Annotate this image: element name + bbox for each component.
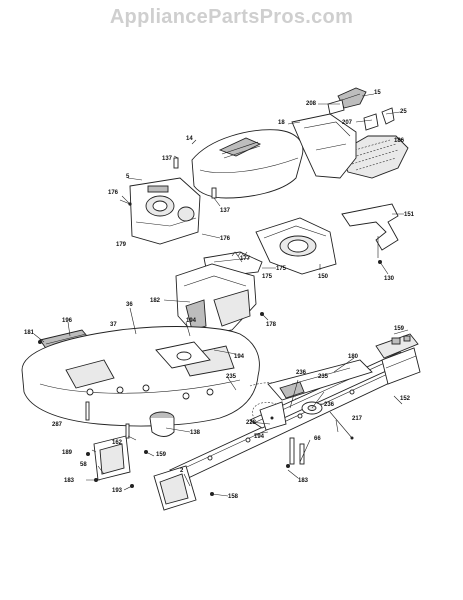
part-66-axle <box>289 437 305 465</box>
callout-183-a: 183 <box>298 478 309 484</box>
part-189-bolt <box>86 452 90 456</box>
callout-159-b: 159 <box>156 452 167 458</box>
callout-37: 37 <box>110 322 117 328</box>
callout-152: 152 <box>400 396 411 402</box>
watermark: AppliancePartsPros.com <box>109 6 354 28</box>
part-287-bolt <box>85 401 90 421</box>
callout-15: 15 <box>374 90 381 96</box>
callout-217: 217 <box>352 416 363 422</box>
callout-176-b: 176 <box>220 236 231 242</box>
part-150-panel <box>255 217 337 275</box>
part-207-clip <box>363 113 379 131</box>
callout-194-c: 194 <box>254 434 265 440</box>
part-37-footrest-pan <box>21 326 260 427</box>
callout-66: 66 <box>314 436 321 442</box>
callout-193: 193 <box>112 488 123 494</box>
part-25-bracket <box>381 107 395 125</box>
part-152-front-bracket <box>375 333 421 385</box>
callout-36: 36 <box>126 302 133 308</box>
callout-58: 58 <box>80 462 87 468</box>
callout-182: 182 <box>150 298 161 304</box>
part-180-crossmember <box>267 359 373 401</box>
callout-137-b: 137 <box>220 208 231 214</box>
callout-177: 177 <box>240 256 251 262</box>
callout-194-a: 194 <box>186 318 197 324</box>
part-5-dash-panel <box>129 177 201 245</box>
callout-181: 181 <box>24 330 35 336</box>
callout-208: 208 <box>306 101 317 107</box>
callout-207: 207 <box>342 120 353 126</box>
callout-18: 18 <box>278 120 285 126</box>
part-181-bolt <box>38 340 42 344</box>
part-177-spring <box>231 251 248 257</box>
part-58-bracket <box>93 435 131 481</box>
callout-5: 5 <box>126 174 130 180</box>
callout-158: 158 <box>228 494 239 500</box>
part-162-bolt <box>125 423 130 439</box>
callout-178: 178 <box>266 322 277 328</box>
callout-235-b: 235 <box>318 374 329 380</box>
callout-228: 228 <box>246 420 257 426</box>
part-183-bolt-right <box>286 464 290 468</box>
part-176-screw-left <box>119 199 132 206</box>
leader-lines <box>33 93 409 497</box>
callout-175-a: 175 <box>276 266 287 272</box>
part-137-pin-a <box>173 157 179 169</box>
callout-194-b: 194 <box>234 354 245 360</box>
callout-189: 189 <box>62 450 73 456</box>
part-182-dash-lower <box>175 263 257 337</box>
callout-labels: 15 208 25 207 186 14 18 137 137 5 176 15… <box>24 90 415 500</box>
callout-130: 130 <box>384 276 395 282</box>
callout-196: 196 <box>62 318 73 324</box>
callout-176-a: 176 <box>108 190 119 196</box>
callout-186: 186 <box>394 138 405 144</box>
callout-175-b: 175 <box>262 274 273 280</box>
callout-179: 179 <box>116 242 127 248</box>
part-137-pin-b <box>211 187 217 199</box>
part-208-clip <box>327 99 345 115</box>
callout-137-a: 137 <box>162 156 173 162</box>
callout-151: 151 <box>404 212 415 218</box>
part-186-grille <box>339 135 409 179</box>
callout-162: 162 <box>112 440 123 446</box>
part-14-hood <box>191 129 304 199</box>
callout-25: 25 <box>400 109 407 115</box>
callout-150: 150 <box>318 274 329 280</box>
callout-14: 14 <box>186 136 193 142</box>
callout-2: 2 <box>180 468 184 474</box>
callout-159-a: 159 <box>394 326 405 332</box>
callout-183-b: 183 <box>64 478 75 484</box>
callout-138: 138 <box>190 430 201 436</box>
callout-180: 180 <box>348 354 359 360</box>
callout-236-b: 236 <box>324 402 335 408</box>
part-151-bracket <box>341 203 399 258</box>
callout-235-a: 235 <box>226 374 237 380</box>
callout-236-a: 236 <box>296 370 307 376</box>
callout-287: 287 <box>52 422 63 428</box>
part-18-hood-side <box>291 113 357 179</box>
part-138-cup <box>149 411 175 437</box>
part-217-axle-bolt <box>329 411 354 440</box>
